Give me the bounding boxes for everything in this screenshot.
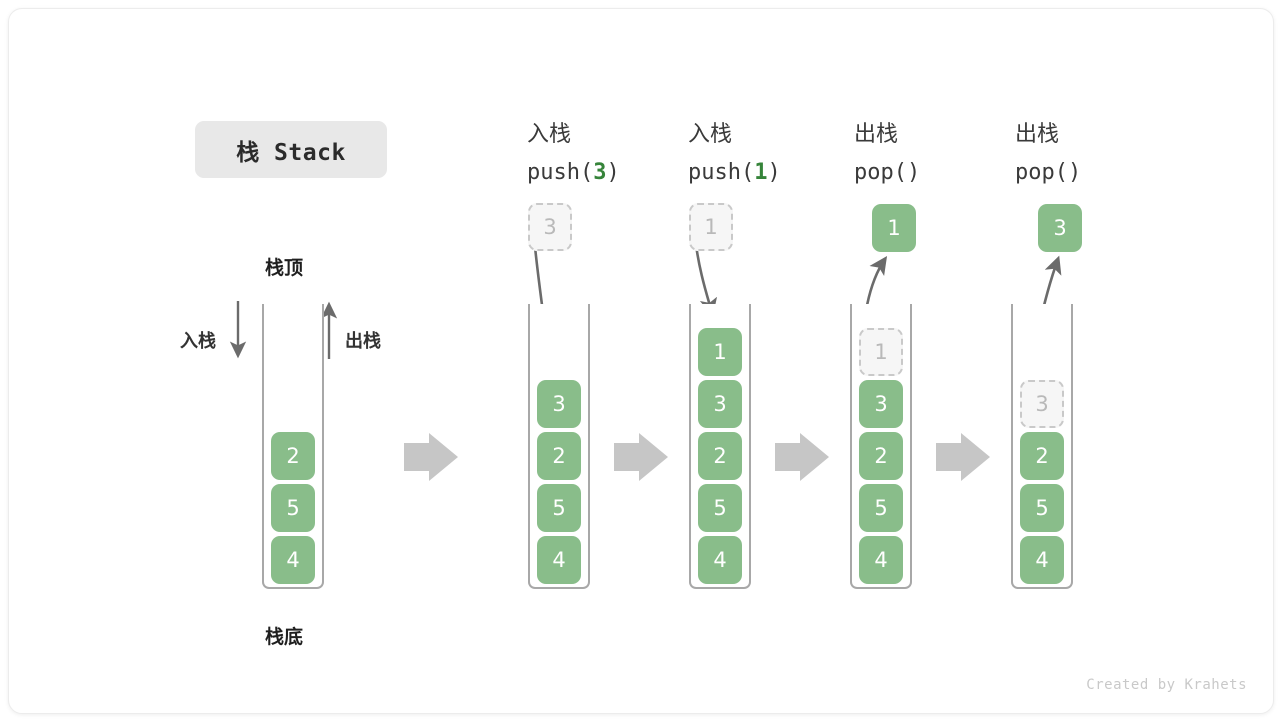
separator-arrow-1 bbox=[404, 433, 458, 481]
stack-cell: 1 bbox=[698, 328, 742, 376]
pop-direction-label: 出栈 bbox=[345, 331, 381, 352]
stage-header-pop-3: 出栈 pop() bbox=[1015, 116, 1081, 192]
stack-cell: 4 bbox=[271, 536, 315, 584]
stack-cell: 5 bbox=[537, 484, 581, 532]
diagram-canvas: 栈 Stack bbox=[8, 8, 1274, 714]
stack-cell: 3 bbox=[698, 380, 742, 428]
code-arg: 1 bbox=[754, 160, 768, 185]
code-prefix: pop( bbox=[854, 160, 907, 185]
stack-cell: 5 bbox=[859, 484, 903, 532]
stage-header-cn: 出栈 bbox=[1015, 122, 1060, 147]
separator-arrow-3 bbox=[775, 433, 829, 481]
stack-cell: 5 bbox=[698, 484, 742, 532]
code-prefix: push( bbox=[688, 160, 755, 185]
push-direction-label: 入栈 bbox=[180, 331, 216, 352]
stage-header-code: pop() bbox=[854, 154, 920, 192]
stack-cell: 2 bbox=[271, 432, 315, 480]
stage-header-code: pop() bbox=[1015, 154, 1081, 192]
stage-header-push-1: 入栈 push(1) bbox=[688, 116, 781, 192]
stage-header-cn: 出栈 bbox=[854, 122, 899, 147]
stage-header-cn: 入栈 bbox=[688, 122, 733, 147]
code-suffix: ) bbox=[906, 160, 921, 185]
ghost-incoming-cell: 1 bbox=[689, 203, 733, 251]
stack-cell: 4 bbox=[698, 536, 742, 584]
stack-bottom-label: 栈底 bbox=[265, 626, 304, 648]
stack-cell: 4 bbox=[1020, 536, 1064, 584]
attribution-footer: Created by Krahets bbox=[1086, 677, 1247, 693]
stage-header-cn: 入栈 bbox=[527, 122, 572, 147]
stage-header-pop-1: 出栈 pop() bbox=[854, 116, 920, 192]
stage-header-code: push(1) bbox=[688, 154, 781, 192]
stack-cell: 2 bbox=[698, 432, 742, 480]
stack-cell: 2 bbox=[1020, 432, 1064, 480]
code-suffix: ) bbox=[1067, 160, 1082, 185]
stack-cell: 3 bbox=[859, 380, 903, 428]
code-suffix: ) bbox=[767, 160, 781, 185]
code-suffix: ) bbox=[606, 160, 620, 185]
ghost-vacated-cell: 3 bbox=[1020, 380, 1064, 428]
separator-arrow-4 bbox=[936, 433, 990, 481]
stage-header-code: push(3) bbox=[527, 154, 620, 192]
separator-arrow-2 bbox=[614, 433, 668, 481]
stack-cell: 2 bbox=[537, 432, 581, 480]
stack-cell: 5 bbox=[271, 484, 315, 532]
code-arg: 3 bbox=[593, 160, 607, 185]
stage-header-push-3: 入栈 push(3) bbox=[527, 116, 620, 192]
ghost-incoming-cell: 3 bbox=[528, 203, 572, 251]
popped-cell: 1 bbox=[872, 204, 916, 252]
popped-cell: 3 bbox=[1038, 204, 1082, 252]
arrow-overlay bbox=[229, 236, 1062, 481]
stack-cell: 5 bbox=[1020, 484, 1064, 532]
ghost-vacated-cell: 1 bbox=[859, 328, 903, 376]
stack-cell: 3 bbox=[537, 380, 581, 428]
code-prefix: pop( bbox=[1015, 160, 1068, 185]
code-prefix: push( bbox=[527, 160, 594, 185]
stack-top-label: 栈顶 bbox=[265, 257, 304, 279]
title-badge: 栈 Stack bbox=[195, 121, 387, 178]
stack-cell: 2 bbox=[859, 432, 903, 480]
stack-cell: 4 bbox=[859, 536, 903, 584]
stack-cell: 4 bbox=[537, 536, 581, 584]
